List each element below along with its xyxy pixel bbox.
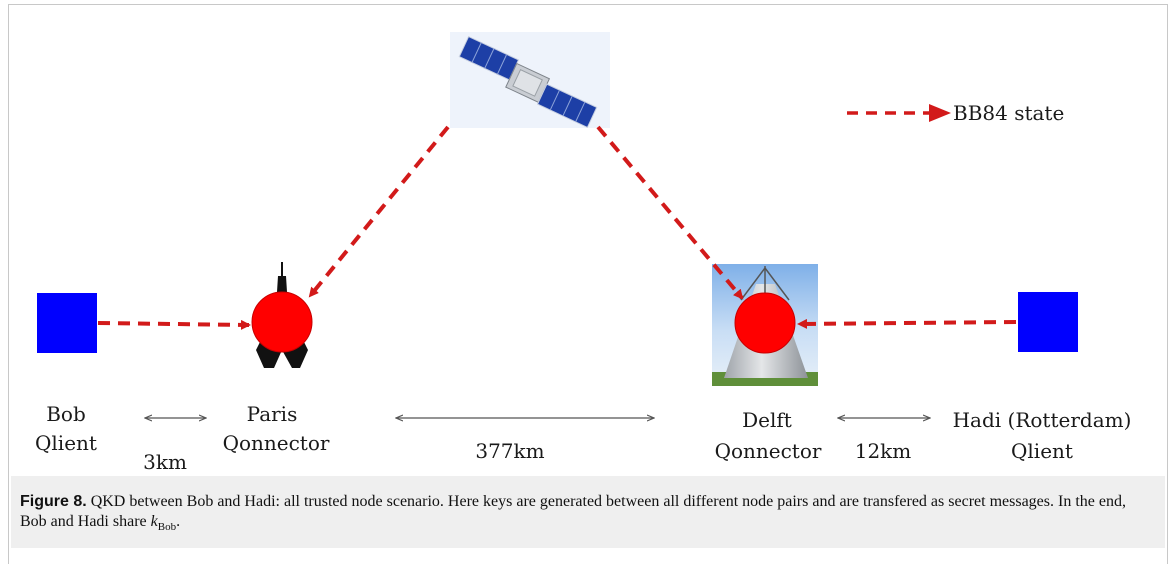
bob-label: Bob <box>46 402 86 426</box>
link-satellite-delft <box>596 125 744 300</box>
bb84-links <box>97 125 1017 330</box>
bob-qlient-node <box>37 293 97 353</box>
paris-label: Paris <box>247 402 298 426</box>
legend-arrow-icon <box>929 104 951 122</box>
hadi-label: Hadi (Rotterdam) <box>953 408 1132 432</box>
satellite-icon <box>450 32 610 129</box>
frame-right-border <box>1167 4 1168 564</box>
link-bob-paris <box>97 319 251 330</box>
delft-role-label: Qonnector <box>715 439 822 463</box>
figure-label: Figure 8. <box>20 493 87 510</box>
delft-qonnector-node <box>734 292 796 354</box>
distance-paris-delft: 377km <box>475 439 544 463</box>
delft-label: Delft <box>742 408 792 432</box>
paris-qonnector-node <box>251 291 313 353</box>
distance-bob-paris: 3km <box>143 450 187 474</box>
figure-caption: Figure 8. QKD between Bob and Hadi: all … <box>20 492 1155 537</box>
caption-end: . <box>176 513 181 530</box>
distance-delft-hadi: 12km <box>855 439 912 463</box>
caption-text: QKD between Bob and Hadi: all trusted no… <box>20 493 1126 530</box>
link-hadi-delft <box>797 318 1017 329</box>
network-diagram: BB84 state Bob Qlient Paris Qonnector De… <box>35 32 1132 474</box>
legend: BB84 state <box>847 101 1064 125</box>
legend-label: BB84 state <box>953 101 1064 125</box>
link-satellite-paris <box>308 125 450 298</box>
key-subscript: Bob <box>157 521 177 534</box>
bob-role-label: Qlient <box>35 431 97 455</box>
frame-top-border <box>8 4 1168 5</box>
frame-left-border <box>8 4 9 564</box>
hadi-role-label: Qlient <box>1011 439 1073 463</box>
caption-box <box>11 476 1165 548</box>
key-symbol: k <box>150 513 158 530</box>
hadi-qlient-node <box>1018 292 1078 352</box>
paris-role-label: Qonnector <box>223 431 330 455</box>
